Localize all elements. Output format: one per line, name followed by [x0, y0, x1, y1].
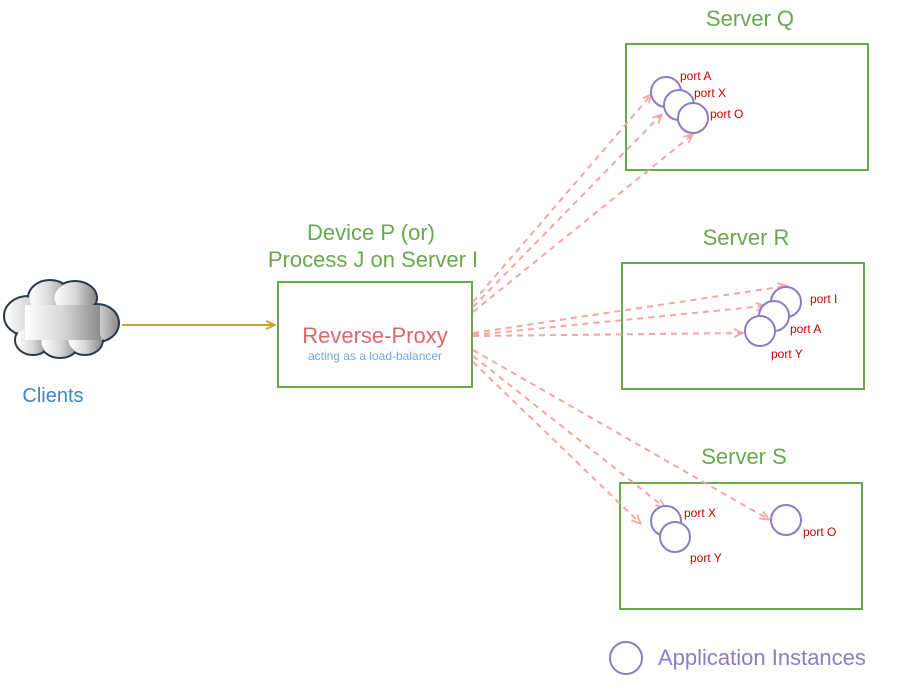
instance-circle-icon — [659, 521, 691, 553]
connection-r-port-i — [472, 286, 786, 334]
connection-r-port-y — [472, 333, 742, 336]
instance-circle-icon — [744, 315, 776, 347]
proxy-label: Reverse-Proxy — [302, 323, 447, 348]
server-s-box — [619, 482, 863, 610]
server-q-box — [625, 43, 869, 171]
connection-q-port-x — [472, 115, 661, 308]
port-label: port I — [810, 292, 837, 306]
server-r-title: Server R — [703, 225, 790, 250]
proxy-title-line2: Process J on Server I — [268, 247, 478, 272]
port-label: port X — [684, 506, 716, 520]
connection-s-port-o — [472, 349, 768, 519]
port-label: port O — [803, 525, 836, 539]
instance-circle-icon — [677, 102, 709, 134]
legend-instance-circle-icon — [609, 641, 643, 675]
connection-r-port-a — [472, 306, 764, 336]
legend-label: Application Instances — [658, 645, 866, 670]
port-label: port O — [710, 107, 743, 121]
port-label: port A — [790, 322, 821, 336]
connection-s-port-x — [472, 355, 664, 507]
port-label: port X — [694, 86, 726, 100]
server-r-box — [621, 262, 865, 390]
proxy-box — [277, 281, 473, 388]
proxy-title-line1: Device P (or) — [307, 220, 435, 245]
port-label: port A — [680, 69, 711, 83]
clients-label: Clients — [22, 385, 83, 407]
server-q-title: Server Q — [706, 6, 794, 31]
instance-circle-icon — [770, 504, 802, 536]
port-label: port Y — [690, 551, 722, 565]
server-s-title: Server S — [701, 444, 787, 469]
connection-q-port-a — [472, 95, 651, 303]
proxy-sublabel: acting as a load-balancer — [308, 349, 442, 363]
proxy-connections — [472, 95, 786, 523]
port-label: port Y — [771, 347, 803, 361]
connection-q-port-o — [472, 135, 692, 313]
connection-s-port-y — [472, 361, 640, 523]
cloud-icon — [3, 279, 120, 359]
